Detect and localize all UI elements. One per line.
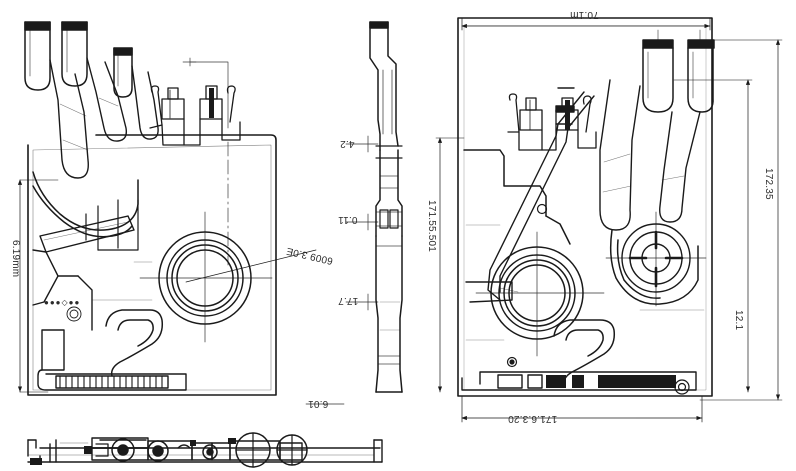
dim-side-lower-text: 17.7 xyxy=(338,295,359,306)
dim-side-bottom-text: 6.01 xyxy=(308,398,329,409)
front-view-geometry xyxy=(24,21,277,396)
dim-side-middle-text: 0.11 xyxy=(338,214,358,225)
dim-side-leaders xyxy=(305,135,379,405)
dim-right-bottom-horizontal-text: 171.6.3.20 xyxy=(508,413,558,424)
logo-stamp-text: ●●●◇●● xyxy=(44,298,81,307)
dim-right-inner-vertical xyxy=(673,79,753,393)
dim-right-left-vertical-text: 171.55.501 xyxy=(426,200,437,253)
dim-front-leader xyxy=(185,249,317,283)
bottom-section-geometry xyxy=(27,432,383,468)
dim-right-bottom-horizontal xyxy=(461,395,703,423)
dim-right-outer-vertical xyxy=(699,39,783,401)
dim-right-inner-vertical-text: 12.1 xyxy=(733,310,744,331)
dim-front-left-vertical xyxy=(17,179,59,393)
dim-right-left-vertical xyxy=(435,137,465,393)
side-view-geometry xyxy=(369,21,403,393)
dim-front-left-vertical-text: 6.19mm xyxy=(10,240,21,278)
right-view-geometry xyxy=(457,17,715,397)
dim-right-outer-vertical-text: 172.35 xyxy=(763,168,774,200)
dim-right-top-horizontal xyxy=(461,17,711,31)
dim-side-upper-text: 4.2 xyxy=(340,138,355,149)
dim-right-top-horizontal-text: 70.1m xyxy=(570,9,599,20)
